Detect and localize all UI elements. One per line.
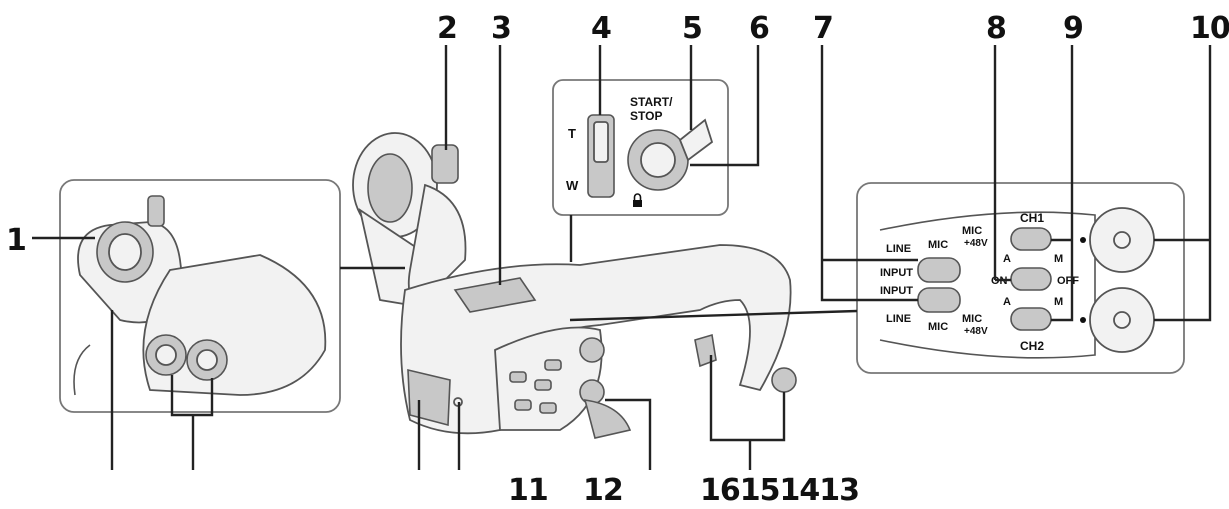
handle-unit xyxy=(352,132,797,439)
input-label-2: INPUT xyxy=(880,285,913,297)
mic-label-1: MIC xyxy=(928,239,948,251)
callout-8: 8 xyxy=(986,11,1006,46)
callout-6: 6 xyxy=(749,11,769,46)
lock-lever xyxy=(678,118,714,162)
callout-7: 7 xyxy=(813,11,833,46)
mic-label-2: MIC xyxy=(928,321,948,333)
callout-2: 2 xyxy=(437,11,457,46)
leader-lines xyxy=(32,45,1212,470)
ch1-input-switch xyxy=(917,257,961,283)
callout-3: 3 xyxy=(491,11,511,46)
accessory-shoe xyxy=(453,277,537,313)
callout-4: 4 xyxy=(591,11,611,46)
callout-10: 10 xyxy=(1190,11,1229,46)
zoom-wide-label: W xyxy=(566,178,579,193)
ch1-mode-switch xyxy=(1010,227,1052,251)
mic-holder-inset xyxy=(59,179,341,413)
callout-5: 5 xyxy=(682,11,702,46)
ch2-mode-switch xyxy=(1010,307,1052,331)
m-label-1: M xyxy=(1054,253,1063,265)
ch1-label: CH1 xyxy=(1020,211,1044,225)
a-label-2: A xyxy=(1003,296,1011,308)
mic48-label-1a: MIC xyxy=(962,225,982,237)
a-label-1: A xyxy=(1003,253,1011,265)
line-label-2: LINE xyxy=(886,313,911,325)
start-stop-label-2: STOP xyxy=(630,109,662,123)
callout-12: 12 xyxy=(583,473,623,508)
mic48-label-1b: +48V xyxy=(964,238,988,249)
mic48-label-2a: MIC xyxy=(962,313,982,325)
ch2-input-switch xyxy=(917,287,961,313)
mic-attenuator-switch xyxy=(1010,267,1052,291)
start-stop-label-1: START/ xyxy=(630,95,673,109)
grip-controls-inset: T W START/ STOP xyxy=(552,79,729,262)
callout-9: 9 xyxy=(1063,11,1083,46)
ch2-label: CH2 xyxy=(1020,339,1044,353)
input-label-1: INPUT xyxy=(880,267,913,279)
off-label: OFF xyxy=(1057,275,1079,287)
zoom-tele-label: T xyxy=(568,126,576,141)
m-label-2: M xyxy=(1054,296,1063,308)
line-label-1: LINE xyxy=(886,243,911,255)
audio-panel-inset: CH1 CH2 INPUT INPUT LINE LINE MIC MIC MI… xyxy=(340,182,1185,374)
callout-13-to-16: 16151413 xyxy=(700,473,859,508)
callout-11: 11 xyxy=(508,473,548,508)
mic48-label-2b: +48V xyxy=(964,326,988,337)
callout-1: 1 xyxy=(6,223,26,258)
lock-icon xyxy=(633,193,642,207)
callout-numbers: 1 2 3 4 5 6 7 8 9 10 11 12 16151413 xyxy=(6,11,1229,508)
